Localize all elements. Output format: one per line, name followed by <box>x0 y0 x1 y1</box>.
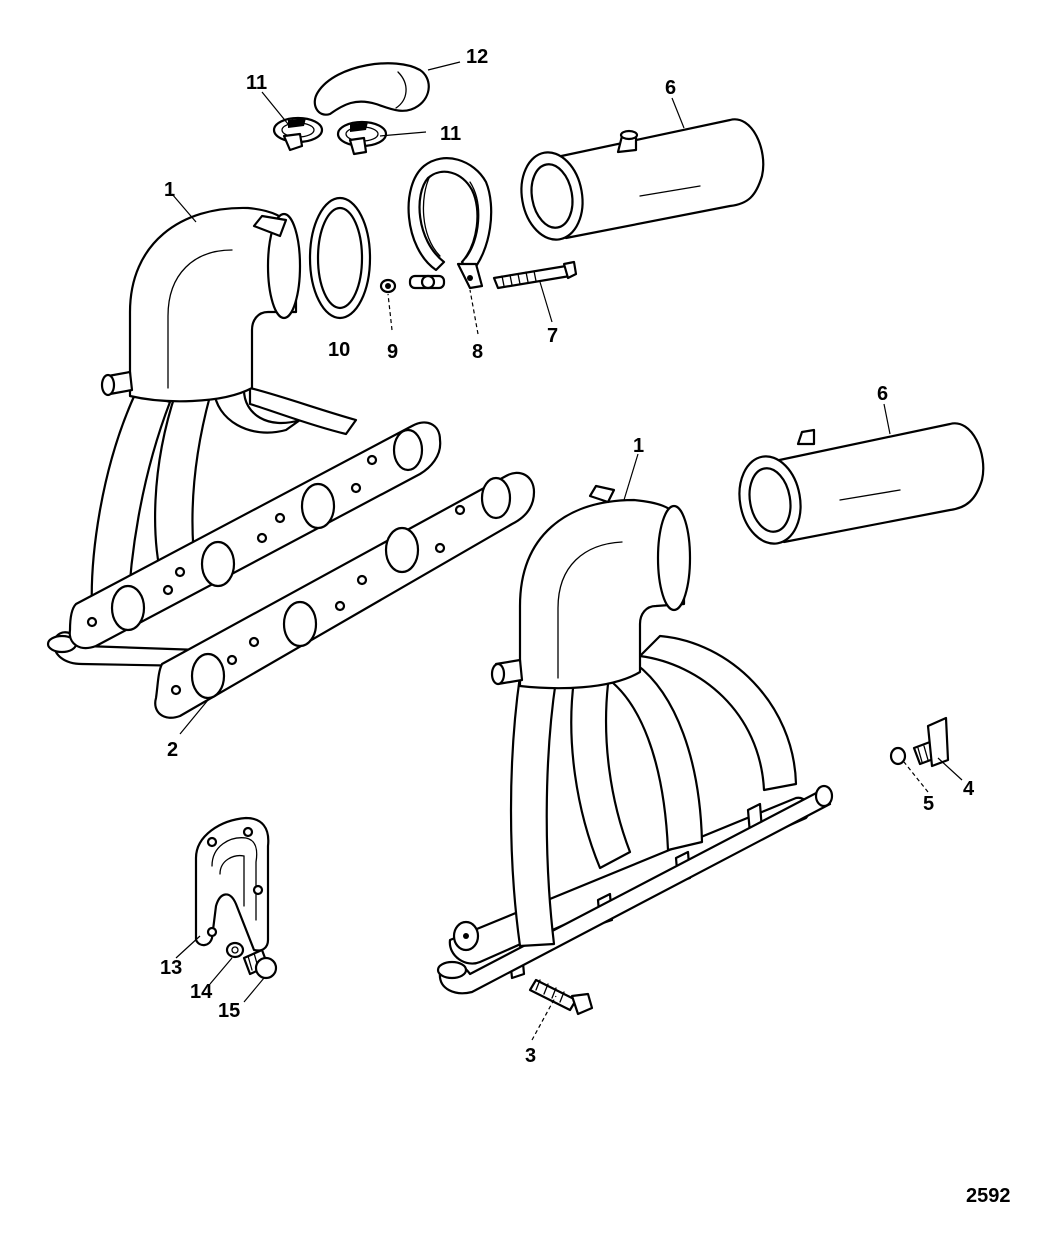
part-10-gasket-ring <box>308 196 372 320</box>
leader-14 <box>209 957 233 985</box>
callout-11-right: 11 <box>440 123 461 145</box>
leader-13 <box>175 935 201 959</box>
part-9-nut <box>379 278 397 294</box>
callout-15: 15 <box>218 1000 240 1022</box>
part-11-hose-clamp-right <box>336 120 388 156</box>
callout-5: 5 <box>923 793 934 815</box>
callout-1-lower: 1 <box>633 435 644 457</box>
callout-14: 14 <box>190 981 213 1003</box>
callout-13: 13 <box>160 957 182 979</box>
callout-12: 12 <box>466 46 488 68</box>
leader-3 <box>531 995 557 1041</box>
leader-7 <box>539 281 553 323</box>
callout-7: 7 <box>547 325 558 347</box>
callout-11-left: 11 <box>246 72 267 94</box>
callout-8: 8 <box>472 341 483 363</box>
part-3-bolt <box>528 978 594 1016</box>
callout-1-upper: 1 <box>164 179 175 201</box>
part-12-hose <box>313 62 430 116</box>
leader-11b <box>379 131 427 137</box>
callout-10: 10 <box>328 339 350 361</box>
part-1-exhaust-manifold-upper <box>46 206 358 668</box>
leader-9 <box>387 293 393 331</box>
leader-5 <box>903 761 929 793</box>
leader-1a <box>171 193 197 223</box>
callout-4: 4 <box>963 778 975 800</box>
part-11-hose-clamp-left <box>272 116 324 152</box>
leader-12 <box>427 61 461 71</box>
part-7-bolt <box>492 260 578 290</box>
callout-9: 9 <box>387 341 398 363</box>
leader-11a <box>261 91 289 125</box>
leader-6a <box>671 97 685 129</box>
part-1-exhaust-manifold-lower <box>436 484 834 995</box>
gasket-upper <box>68 421 442 650</box>
part-6-tube-upper <box>520 118 765 241</box>
callout-6-upper: 6 <box>665 77 676 99</box>
leader-1b <box>623 453 639 501</box>
callout-2: 2 <box>167 739 178 761</box>
part-13-cover-plate <box>194 816 270 952</box>
part-15-screw <box>242 948 278 980</box>
leader-4 <box>937 757 963 781</box>
callout-3: 3 <box>525 1045 536 1067</box>
part-6-tube-lower <box>738 422 985 545</box>
leader-8 <box>469 289 479 335</box>
part-2-gasket <box>154 471 536 719</box>
part-14-washer <box>225 941 245 959</box>
callout-6-lower: 6 <box>877 383 888 405</box>
leader-15 <box>243 977 265 1003</box>
leader-6b <box>883 403 891 435</box>
part-5-o-ring <box>889 746 907 766</box>
leader-2 <box>179 699 209 735</box>
diagram-reference-number: 2592 <box>966 1185 1011 1207</box>
part-4-drain-plug <box>912 716 950 768</box>
part-8-v-band-clamp <box>407 157 493 290</box>
